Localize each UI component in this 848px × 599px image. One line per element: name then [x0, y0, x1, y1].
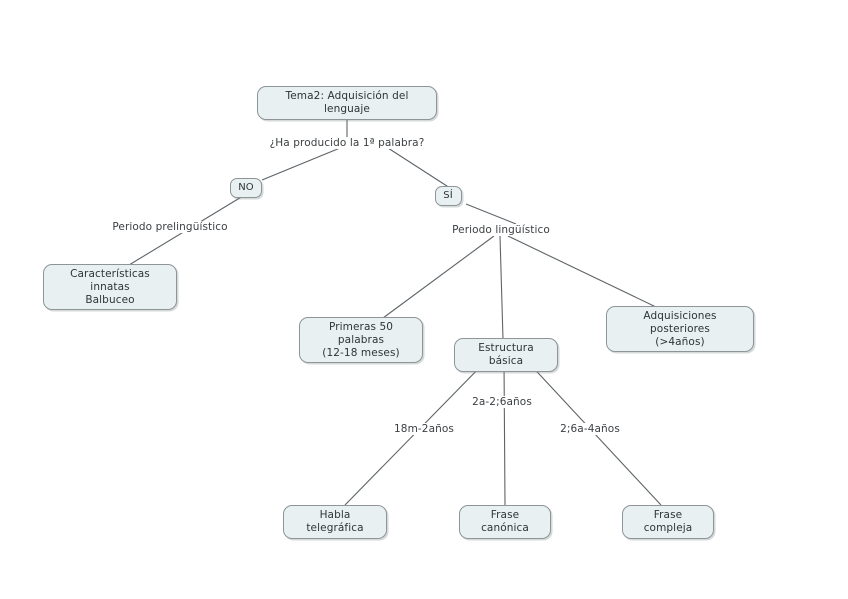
edges-group [128, 110, 662, 506]
edge-label-question: ¿Ha producido la 1ª palabra? [266, 137, 428, 149]
node-si[interactable]: SÍ [434, 186, 462, 206]
edge-label-linguistico: Periodo lingüístico [449, 224, 553, 236]
node-compleja[interactable]: Frase compleja [622, 505, 714, 539]
node-canonica[interactable]: Frase canónica [459, 505, 551, 539]
node-no[interactable]: NO [230, 178, 262, 198]
node-adquisiciones[interactable]: Adquisiciones posteriores (>4años) [606, 306, 754, 353]
edge-si-linguistico [465, 203, 517, 225]
edge-ling-primeras [382, 235, 495, 319]
node-primeras50[interactable]: Primeras 50 palabras (12-18 meses) [299, 317, 423, 364]
edge-label-prelingual: Periodo prelingüístico [109, 221, 231, 233]
node-innatas[interactable]: Características innatas Balbuceo [43, 264, 177, 311]
edge-label-age-18m: 18m-2años [391, 423, 457, 435]
edge-label-age-26a: 2;6a-4años [557, 423, 623, 435]
node-estructura[interactable]: Estructura básica [454, 338, 558, 372]
node-root[interactable]: Tema2: Adquisición del lenguaje [257, 86, 437, 120]
edge-ling-estructura [499, 235, 504, 340]
edge-label-age-2a: 2a-2;6años [469, 396, 535, 408]
edge-ling-adquis [507, 235, 657, 308]
node-telegrafica[interactable]: Habla telegráfica [283, 505, 387, 539]
edge-question-no [261, 147, 341, 181]
edge-est-canonica [503, 360, 506, 506]
edge-question-si [387, 147, 451, 189]
